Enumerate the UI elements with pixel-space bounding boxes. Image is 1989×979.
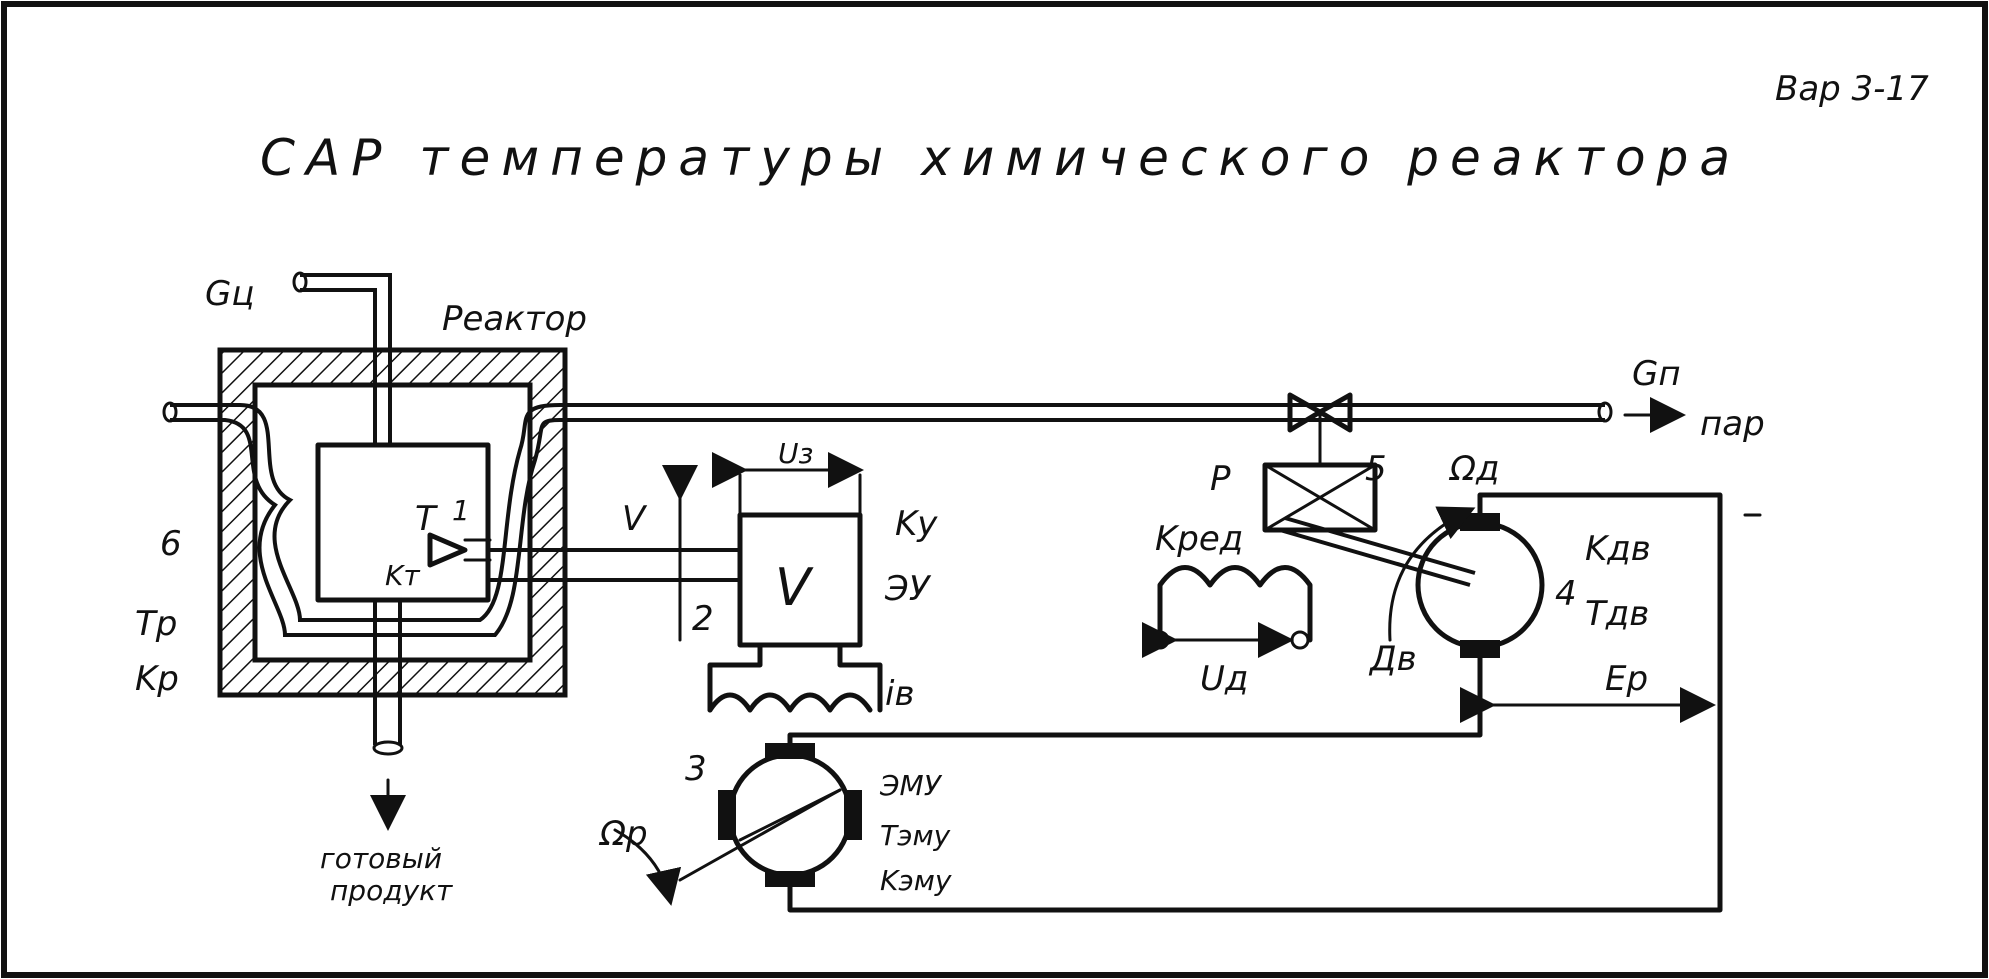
- label-ud: Uд: [1200, 659, 1248, 699]
- label-n5: 5: [1365, 449, 1387, 489]
- valve-left: [1287, 392, 1323, 433]
- steam-outlet-end: [1597, 401, 1613, 423]
- label-t: T: [415, 499, 438, 539]
- label-u3: Uз: [778, 437, 813, 470]
- field-winding-iv: [707, 692, 873, 713]
- motor-brush-top: [1460, 513, 1500, 531]
- coolant-coil-upper: [170, 403, 1605, 622]
- label-n4: 4: [1555, 574, 1577, 614]
- amp-output-leads: [707, 642, 883, 713]
- label-product-line1: готовый: [320, 842, 442, 875]
- dc-motor: [1388, 506, 1545, 658]
- reducer-shaft-b: [1284, 516, 1476, 575]
- label-n2: 2: [692, 599, 714, 639]
- reactor-insulation: [217, 347, 568, 698]
- inlet-pipe-top-inner: [300, 288, 377, 445]
- label-k-dv: Kдв: [1585, 529, 1651, 569]
- reactor: [162, 271, 1605, 831]
- label-g-p: Gп: [1632, 354, 1681, 394]
- inlet-pipe-top: [300, 273, 392, 445]
- outlet-pipe-end: [372, 740, 404, 756]
- emu-pole-top: [765, 743, 815, 759]
- label-ib: iв: [885, 674, 914, 714]
- label-eu: ЭУ: [884, 569, 932, 609]
- label-dv: Дв: [1368, 639, 1417, 679]
- temperature-sensor: [427, 532, 468, 568]
- label-tp: Tр: [135, 604, 177, 644]
- label-v: V: [622, 499, 648, 539]
- reducer-shaft-a: [1279, 528, 1471, 587]
- motor-field-winding: [1157, 565, 1313, 643]
- terminal-right: [1290, 630, 1310, 650]
- label-par: пар: [1700, 404, 1765, 444]
- emu-pole-left: [718, 790, 736, 840]
- steam-valve: [1262, 392, 1476, 587]
- variant-label: Вар 3-17: [1775, 69, 1929, 109]
- reactor-vessel: [315, 442, 491, 603]
- label-t-dv: Tдв: [1585, 594, 1649, 634]
- label-ky: Kу: [895, 504, 938, 544]
- page-title: САР температуры химического реактора: [260, 129, 1730, 187]
- label-n6: 6: [160, 524, 182, 564]
- amplifier-symbol: V: [775, 558, 814, 618]
- inlet-pipe-end: [292, 271, 308, 293]
- emu-pole-right: [844, 790, 862, 840]
- label-k-red: Kред: [1155, 519, 1243, 559]
- motor-rotor: [1415, 520, 1545, 650]
- label-t-emu: Tэму: [880, 819, 951, 852]
- label-n1: 1: [452, 494, 470, 527]
- amplifier-box: [737, 512, 863, 648]
- label-n3: 3: [685, 749, 707, 789]
- label-omega-r: Ωр: [598, 814, 648, 854]
- armature-loop-outer: [787, 492, 1723, 913]
- armature-loop-inner: [787, 655, 1483, 746]
- coolant-coil-lower: [170, 418, 1605, 637]
- label-reactor: Реактор: [442, 299, 587, 339]
- label-p: P: [1210, 459, 1231, 499]
- motor-brush-bottom: [1460, 640, 1500, 658]
- label-ep: Eр: [1605, 659, 1648, 699]
- label-omega-d: Ωд: [1448, 449, 1500, 489]
- emu-pole-bottom: [765, 871, 815, 887]
- electric-machine-amplifier: [613, 743, 862, 906]
- emu-shaft: [678, 788, 842, 882]
- label-kt: Kт: [385, 559, 420, 592]
- reducer-cross-2: [1263, 463, 1377, 532]
- label-k-emu: Kэму: [880, 864, 952, 897]
- emu-rotation-arrow: [613, 828, 682, 906]
- valve-right: [1317, 392, 1353, 433]
- electronic-amplifier: [662, 452, 883, 713]
- label-emu: ЭМУ: [879, 769, 943, 802]
- label-g-c: Gц: [205, 274, 255, 314]
- motor-rotation-arrow: [1388, 506, 1476, 642]
- coolant-inlet-end: [162, 401, 178, 423]
- label-kp: Kр: [135, 659, 179, 699]
- label-product-line2: продукт: [330, 874, 453, 907]
